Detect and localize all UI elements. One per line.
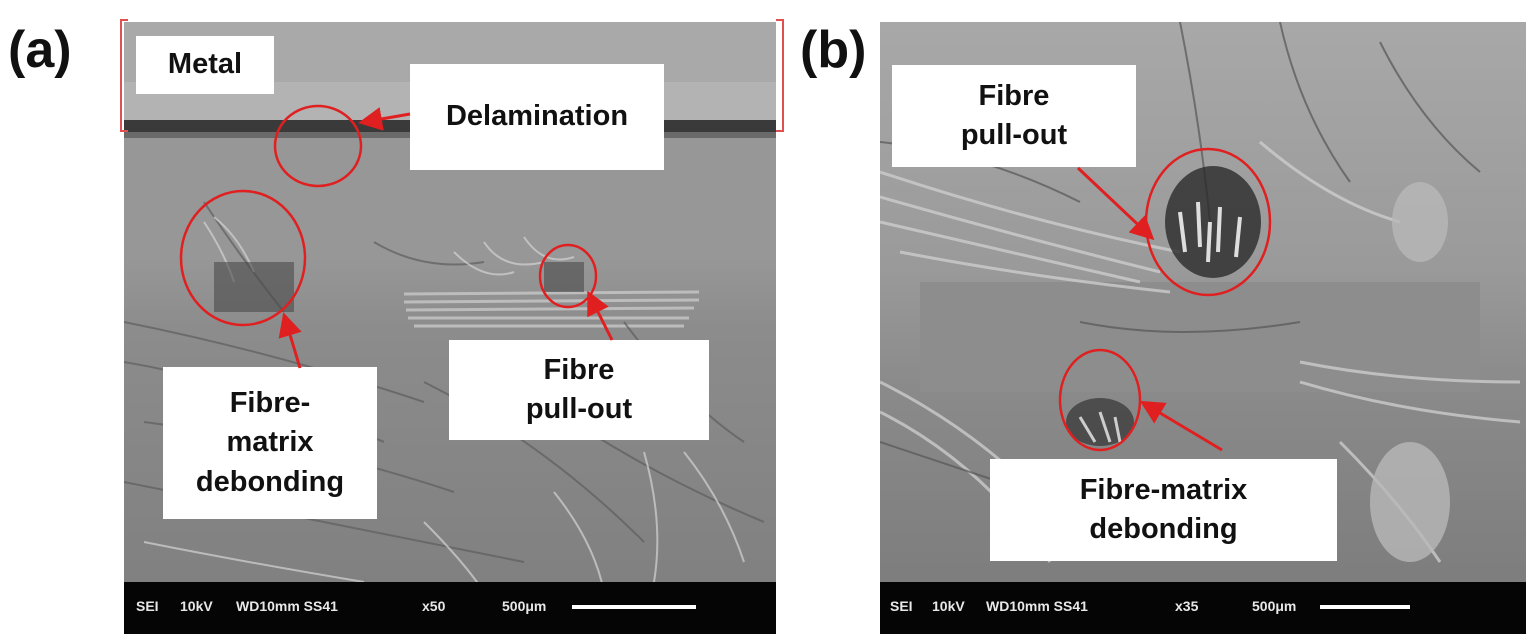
label-fibre-pullout-a: Fibre pull-out <box>449 340 709 440</box>
scalebar-b <box>1320 605 1410 609</box>
panel-b-letter: (b) <box>800 21 867 79</box>
infobar-b-mag: x35 <box>1175 598 1199 614</box>
infobar-b-wd: WD10mm SS41 <box>986 598 1088 614</box>
infobar-b-mode: SEI <box>890 598 913 614</box>
label-debonding-a: Fibre- matrix debonding <box>163 367 377 519</box>
infobar-a-mode: SEI <box>136 598 159 614</box>
infobar-b: SEI 10kV WD10mm SS41 x35 500μm <box>880 582 1526 634</box>
infobar-b-voltage: 10kV <box>932 598 965 614</box>
infobar-a-wd: WD10mm SS41 <box>236 598 338 614</box>
infobar-a-voltage: 10kV <box>180 598 213 614</box>
label-metal: Metal <box>136 36 274 94</box>
infobar-a: SEI 10kV WD10mm SS41 x50 500μm <box>124 582 776 634</box>
scalebar-a <box>572 605 696 609</box>
label-delamination: Delamination <box>410 64 664 170</box>
label-fibre-pullout-b: Fibre pull-out <box>892 65 1136 167</box>
label-debonding-b: Fibre-matrix debonding <box>990 459 1337 561</box>
infobar-a-mag: x50 <box>422 598 446 614</box>
panel-a-letter: (a) <box>8 21 72 79</box>
infobar-a-scale: 500μm <box>502 598 547 614</box>
infobar-b-scale: 500μm <box>1252 598 1297 614</box>
